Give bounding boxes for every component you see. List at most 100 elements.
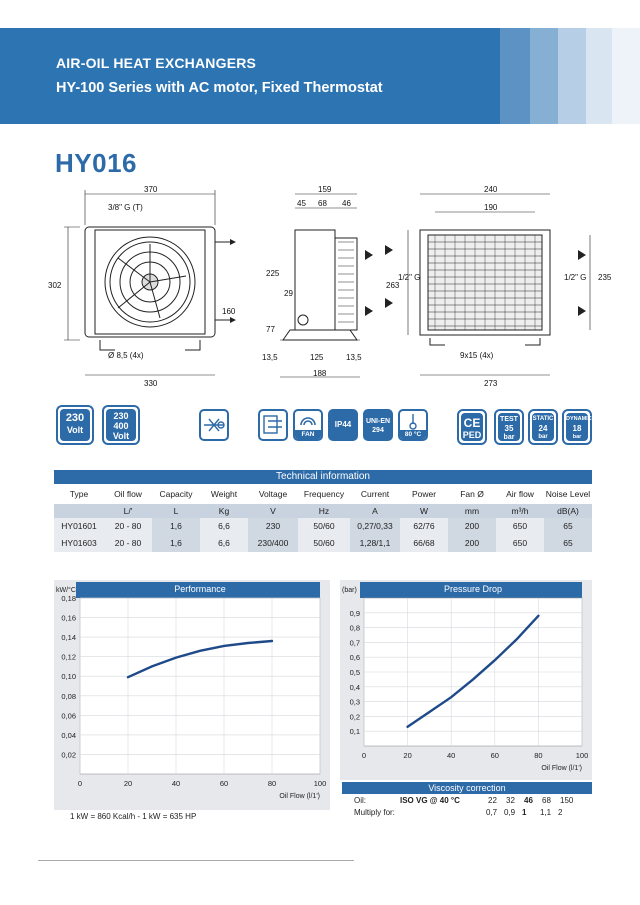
header-title: AIR-OIL HEAT EXCHANGERS [56, 55, 257, 71]
dim-front-hole: Ø 8,5 (4x) [108, 351, 144, 360]
y-tick-label: 0,02 [61, 750, 76, 759]
y-tick-label: 0,3 [350, 698, 360, 707]
table-cell: 62/76 [400, 518, 448, 535]
table-cell: 230 [248, 518, 298, 535]
table-cell: W [419, 506, 429, 516]
multiply-label: Multiply for: [354, 808, 395, 817]
y-tick-label: 0,7 [350, 638, 360, 647]
dim-side-base: 188 [313, 369, 327, 378]
dim-side-b1: 13,5 [262, 353, 278, 362]
dim-rear-base: 273 [484, 379, 498, 388]
x-tick-label: 60 [220, 779, 228, 788]
viscosity-grade: 32 [506, 796, 515, 805]
table-cell: 200 [448, 518, 496, 535]
dim-rear-port2: 1/2" G [564, 273, 586, 282]
conversion-note: 1 kW = 860 Kcal/h - 1 kW = 635 HP [70, 812, 197, 821]
viscosity-factor: 0,7 [486, 808, 498, 817]
dim-side-h1: 225 [266, 269, 280, 278]
y-tick-label: 0,12 [61, 653, 76, 662]
dim-rear-h1: 263 [386, 281, 400, 290]
dim-side-b3: 13,5 [346, 353, 362, 362]
table-cell: 20 - 80 [104, 535, 152, 552]
dim-side-d1: 45 [297, 199, 306, 208]
y-tick-label: 0,4 [350, 683, 360, 692]
x-tick-label: 0 [78, 779, 82, 788]
y-tick-label: 0,5 [350, 668, 360, 677]
y-tick-label: 0,06 [61, 711, 76, 720]
table-cell: 230/400 [248, 535, 298, 552]
chart-title-bar [76, 582, 320, 598]
viscosity-factor: 0,9 [504, 808, 516, 817]
y-tick-label: 0,16 [61, 614, 76, 623]
y-axis-label: kW/°C [56, 586, 76, 594]
y-axis-label: (bar) [342, 587, 357, 594]
table-cell: mm [464, 506, 480, 516]
x-tick-label: 40 [447, 751, 455, 760]
dim-side-depth: 159 [318, 185, 332, 194]
table-cell: m³/h [511, 506, 529, 516]
dim-rear-w2: 190 [484, 203, 498, 212]
dim-side-d2: 68 [318, 199, 327, 208]
table-cell: Oil flow [114, 489, 142, 499]
table-cell: dB(A) [557, 506, 579, 516]
viscosity-correction: Viscosity correction Oil: ISO VG @ 40 °C… [342, 782, 592, 818]
dim-front-port: 3/8" G (T) [108, 203, 143, 212]
table-cell: HY01601 [54, 518, 104, 535]
viscosity-grade: 150 [560, 796, 574, 805]
oil-label: Oil: [354, 796, 366, 805]
table-cell: Voltage [258, 489, 288, 499]
y-tick-label: 0,1 [350, 727, 360, 736]
model-title: HY016 [55, 148, 137, 178]
table-cell: 65 [544, 535, 592, 552]
plot-area [79, 597, 321, 775]
x-tick-label: 80 [534, 751, 542, 760]
y-tick-label: 0,14 [61, 633, 76, 642]
table-cell: L [173, 506, 179, 516]
y-tick-label: 0,9 [350, 609, 360, 618]
y-tick-label: 0,04 [61, 731, 76, 740]
x-axis-label: Oil Flow (l/1') [541, 765, 582, 772]
viscosity-grade: 68 [542, 796, 551, 805]
fan-icon: FAN [293, 409, 323, 441]
table-cell: 65 [544, 518, 592, 535]
x-tick-label: 20 [124, 779, 132, 788]
x-tick-label: 40 [172, 779, 180, 788]
series-line [406, 614, 540, 728]
header-subtitle: HY-100 Series with AC motor, Fixed Therm… [56, 80, 383, 96]
y-tick-label: 0,08 [61, 692, 76, 701]
table-cell: Air flow [506, 489, 534, 499]
table-cell: 50/60 [298, 535, 350, 552]
technical-drawings: 370 3/8" G (T) 302 160 Ø 8,5 (4x) 330 15… [48, 185, 612, 388]
chart-title: Pressure Drop [444, 584, 502, 594]
table-cell: 200 [448, 535, 496, 552]
viscosity-factor: 1,1 [540, 808, 552, 817]
table-cell: Frequency [303, 489, 345, 499]
table-cell: Weight [210, 489, 238, 499]
table-cell: Kg [218, 506, 230, 516]
table-cell: Current [360, 489, 390, 499]
chart-title-bar [360, 582, 582, 598]
dim-side-h3: 77 [266, 325, 275, 334]
y-tick-label: 0,8 [350, 624, 360, 633]
x-tick-label: 100 [314, 779, 327, 788]
y-tick-label: 0,2 [350, 712, 360, 721]
viscosity-grade: 22 [488, 796, 497, 805]
table-cell: Hz [318, 506, 330, 516]
dim-front-width: 370 [144, 185, 158, 194]
dim-rear-w1: 240 [484, 185, 498, 194]
table-cell: 0,27/0,33 [350, 518, 400, 535]
table-cell: Type [69, 489, 89, 499]
fixed-thermostat-icon [258, 409, 288, 441]
